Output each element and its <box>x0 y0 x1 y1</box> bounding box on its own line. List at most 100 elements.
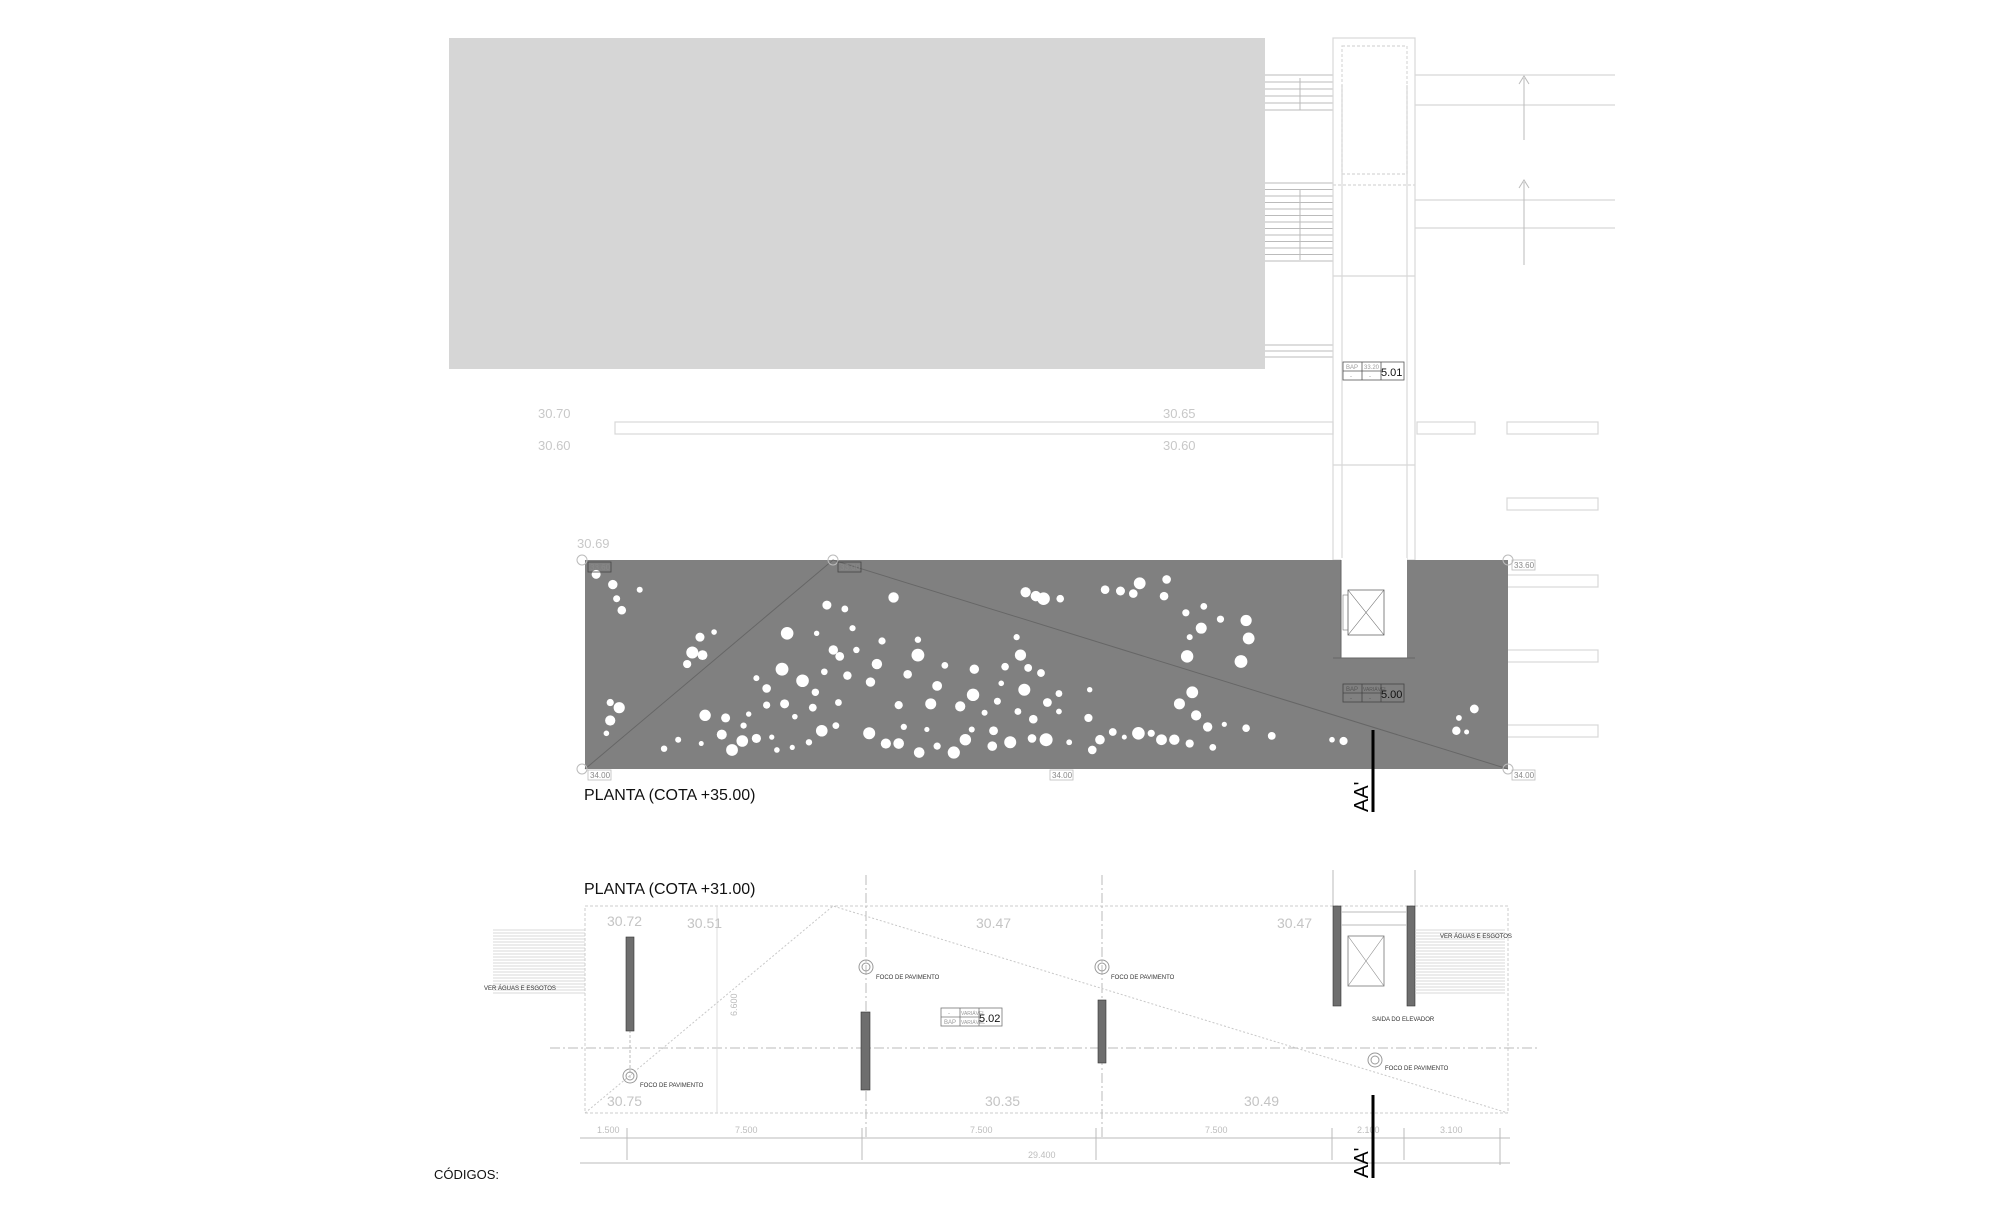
elevator-icon <box>1341 911 1407 987</box>
perforation-dot <box>780 699 790 709</box>
perforation-dot <box>1115 586 1125 596</box>
svg-text:VARIÁVEL: VARIÁVEL <box>961 1019 985 1026</box>
code-tag-500: BAP VARIÁVEL - - 5.00 <box>1342 683 1405 703</box>
svg-text:VARIÁVEL: VARIÁVEL <box>961 1010 985 1017</box>
svg-text:33.60: 33.60 <box>1514 561 1535 570</box>
level-label: 30.60 <box>1163 438 1196 453</box>
perforation-dot <box>683 659 692 669</box>
note-label: VER ÁGUAS E ESGOTOS <box>1440 933 1512 940</box>
elevator-shaft-upper <box>1341 558 1407 658</box>
perforation-dot <box>736 735 749 747</box>
perforation-dot <box>1209 744 1217 751</box>
perforation-dot <box>1004 736 1017 749</box>
perforation-dot <box>1159 591 1169 601</box>
perforation-dot <box>911 648 925 662</box>
perforation-dot <box>1221 721 1227 727</box>
perforation-dot <box>711 629 717 635</box>
perforation-dot <box>1024 664 1033 672</box>
perforation-dot <box>1240 614 1252 627</box>
perforation-dot <box>660 745 668 752</box>
perforation-dot <box>1100 585 1110 595</box>
perforation-dot <box>1464 729 1470 735</box>
level-label: 30.65 <box>1163 406 1196 421</box>
perforation-dot <box>1186 686 1199 699</box>
perforation-dot <box>1037 592 1050 605</box>
perforation-dot <box>1014 708 1022 715</box>
perforation-dot <box>941 661 949 669</box>
corridor <box>1332 37 1416 561</box>
perforation-dot <box>880 738 891 749</box>
dimension-lines <box>580 1128 1510 1165</box>
upper-plan-title: PLANTA (COTA +35.00) <box>584 787 755 804</box>
note-label: FOCO DE PAVIMENTO <box>876 975 940 981</box>
perforation-dot <box>1133 577 1146 590</box>
perforation-dot <box>1066 739 1073 746</box>
perforation-dot <box>1182 609 1190 617</box>
level-label: 30.60 <box>538 438 571 453</box>
perforation-dot <box>1329 736 1335 743</box>
svg-text:34.00: 34.00 <box>1052 771 1073 780</box>
perforation-dot <box>813 630 820 637</box>
perforation-dot <box>955 701 966 712</box>
perforation-dot <box>605 715 616 726</box>
perforation-dot <box>1234 655 1248 668</box>
perforation-dot <box>695 632 705 642</box>
level-label: 30.75 <box>607 1093 642 1109</box>
svg-text:-: - <box>948 1011 950 1017</box>
perforation-dot <box>989 726 998 736</box>
perforation-dot <box>959 734 972 746</box>
dimension-label: 2.100 <box>1357 1125 1380 1135</box>
perforation-dot <box>894 701 903 710</box>
perforation-dot <box>968 726 975 733</box>
legend-label: CÓDIGOS: <box>434 1167 499 1182</box>
perforation-dot <box>808 703 817 712</box>
perforation-dot <box>608 579 618 590</box>
right-annex <box>614 74 1615 738</box>
perforation-dot <box>914 636 922 643</box>
perforation-dot <box>686 646 699 659</box>
perforation-dot <box>821 668 828 676</box>
perforation-dot <box>1132 727 1145 740</box>
svg-text:-: - <box>1369 696 1371 702</box>
slab-slope-lines <box>584 559 1509 770</box>
perforation-dot <box>1020 587 1031 598</box>
perforation-dot <box>863 727 876 740</box>
perforation-dot <box>780 627 794 640</box>
columns <box>625 905 1416 1091</box>
dimension-label: 1.500 <box>597 1125 620 1135</box>
perforation-dot <box>853 646 860 654</box>
floor-drain-icons <box>622 959 1383 1084</box>
perforation-dot <box>1267 731 1276 740</box>
perforation-dot <box>835 699 842 706</box>
perforation-dot <box>613 595 621 603</box>
perforation-dot <box>1014 649 1027 661</box>
note-label: FOCO DE PAVIMENTO <box>1385 1066 1449 1072</box>
svg-text:34.00: 34.00 <box>590 771 611 780</box>
perforation-dot <box>998 680 1005 687</box>
perforation-dot <box>933 742 941 750</box>
perforation-dot <box>865 677 876 687</box>
svg-text:5.02: 5.02 <box>979 1013 1000 1025</box>
perforation-dot <box>762 684 771 693</box>
perforation-dot <box>1018 683 1031 696</box>
dimension-label: 7.500 <box>735 1125 758 1135</box>
level-label: 30.49 <box>1244 1093 1279 1109</box>
perforation-dot <box>1456 715 1462 721</box>
perforation-dot <box>871 658 883 670</box>
perforation-dot <box>769 734 775 740</box>
perforation-dot <box>947 746 960 759</box>
perforation-dot <box>900 723 907 730</box>
perforation-dot <box>815 724 828 737</box>
perforation-dot <box>981 709 988 716</box>
svg-text:33.60: 33.60 <box>590 563 611 572</box>
perforation-dot <box>1200 602 1208 610</box>
perforation-dot <box>1055 690 1063 697</box>
perforation-dot <box>1195 622 1207 634</box>
perforation-dot <box>1242 724 1250 732</box>
perforation-dot <box>924 726 930 733</box>
perforation-dot <box>835 651 845 661</box>
perforation-dot <box>751 733 761 744</box>
stair-lower <box>493 929 1505 994</box>
perforation-dot <box>699 709 711 722</box>
perforation-dot <box>843 671 852 680</box>
